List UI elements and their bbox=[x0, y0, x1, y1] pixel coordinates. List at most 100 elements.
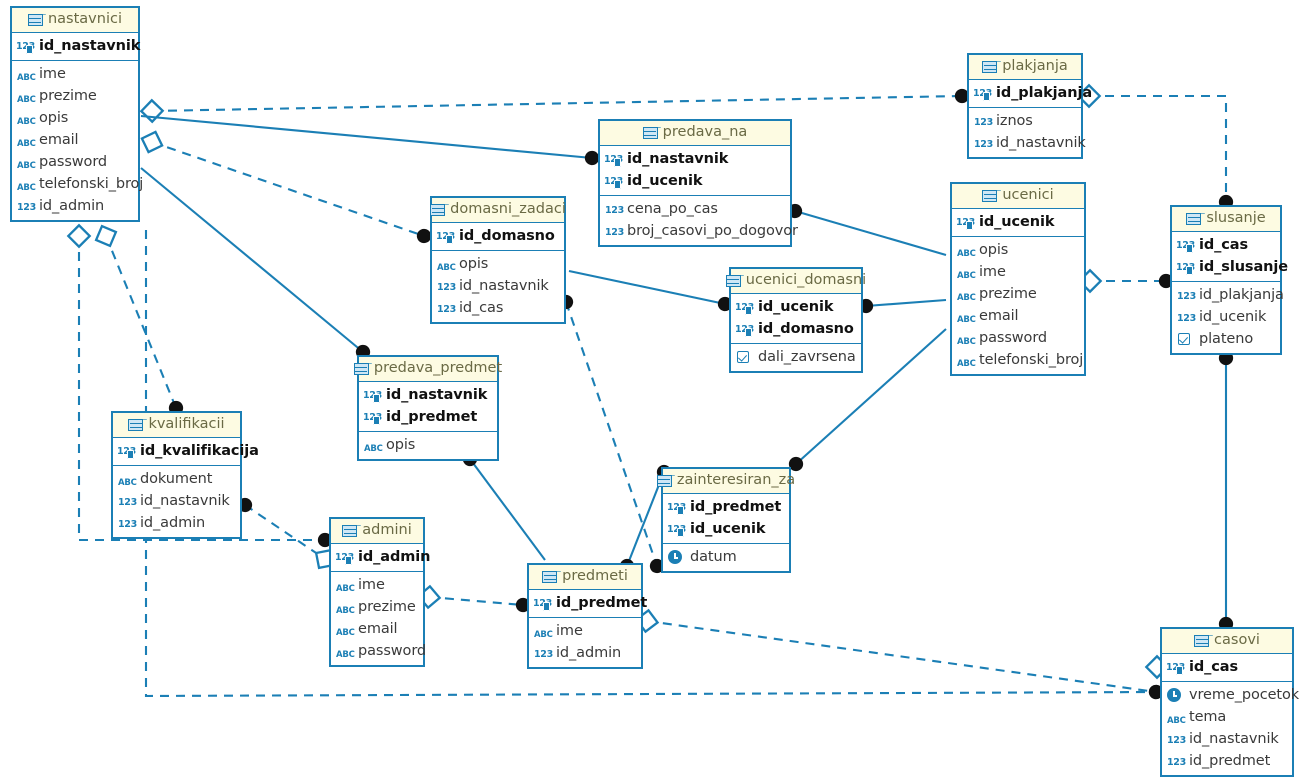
pk-row-id_slusanje[interactable]: id_slusanje bbox=[1172, 256, 1288, 278]
fields-section: iznosid_nastavnik bbox=[969, 108, 1086, 157]
table-predmeti[interactable]: predmetiid_predmetimeid_admin bbox=[527, 563, 647, 669]
abc-icon bbox=[957, 265, 976, 286]
field-label: dokument bbox=[140, 471, 213, 487]
table-title: predava_na bbox=[662, 124, 748, 140]
field-row-ime[interactable]: ime bbox=[952, 261, 1084, 286]
field-label: tema bbox=[1189, 709, 1227, 725]
field-row-id_nastavnik[interactable]: id_nastavnik bbox=[1162, 728, 1292, 751]
field-row-id_nastavnik[interactable]: id_nastavnik bbox=[432, 275, 564, 298]
field-row-email[interactable]: email bbox=[952, 305, 1084, 330]
field-row-dali_zavrsena[interactable]: dali_zavrsena bbox=[731, 346, 861, 368]
field-row-opis[interactable]: opis bbox=[359, 434, 497, 459]
table-predava_predmet[interactable]: predava_predmetid_nastavnikid_predmetopi… bbox=[353, 355, 502, 461]
field-row-id_nastavnik[interactable]: id_nastavnik bbox=[113, 490, 240, 513]
field-row-telefonski_broj[interactable]: telefonski_broj bbox=[952, 349, 1084, 374]
table-ucenici_domasni[interactable]: ucenici_domasni id_ucenikid_domasno dali_z… bbox=[725, 267, 867, 373]
pk-row-id_cas[interactable]: id_cas bbox=[1162, 656, 1292, 678]
field-row-password[interactable]: password bbox=[12, 151, 138, 176]
pk-row-id_nastavnik[interactable]: id_nastavnik bbox=[600, 148, 790, 170]
pk-row-id_predmet[interactable]: id_predmet bbox=[359, 406, 497, 428]
table-kvalifikacii[interactable]: kvalifikaciiid_kvalifikacija dokument id_n… bbox=[111, 411, 259, 539]
clock-icon bbox=[1167, 688, 1181, 702]
table-header-kvalifikacii: kvalifikacii bbox=[113, 413, 240, 438]
field-label: prezime bbox=[39, 88, 97, 104]
pk-row-id_predmet[interactable]: id_predmet bbox=[529, 592, 647, 614]
table-predava_na[interactable]: predava_na id_nastavnikid_ucenik cena_po_c… bbox=[598, 119, 798, 247]
pk-number-icon bbox=[1176, 236, 1195, 256]
table-admini[interactable]: adminiid_adminimeprezimeemailpassword bbox=[329, 517, 430, 667]
field-row-cena_po_cas[interactable]: cena_po_cas bbox=[600, 198, 790, 221]
table-plakjanja[interactable]: plakjanjaid_plakjanjaiznosid_nastavnik bbox=[967, 53, 1092, 159]
field-row-id_ucenik[interactable]: id_ucenik bbox=[1172, 306, 1280, 329]
field-row-password[interactable]: password bbox=[331, 640, 426, 665]
table-title: casovi bbox=[1214, 632, 1260, 648]
pk-row-id_predmet[interactable]: id_predmet bbox=[663, 496, 789, 518]
field-row-plateno[interactable]: plateno bbox=[1172, 328, 1280, 350]
field-row-opis[interactable]: opis bbox=[12, 107, 138, 132]
field-row-id_admin[interactable]: id_admin bbox=[529, 642, 641, 665]
field-row-opis[interactable]: opis bbox=[952, 239, 1084, 264]
field-label: broj_casovi_po_dogovor bbox=[627, 223, 798, 239]
number-icon bbox=[1177, 309, 1196, 329]
pk-row-id_domasno[interactable]: id_domasno bbox=[731, 318, 861, 340]
pk-row-id_ucenik[interactable]: id_ucenik bbox=[663, 518, 789, 540]
rel-predava_predmet-predmeti bbox=[462, 451, 546, 561]
field-row-datum[interactable]: datum bbox=[663, 546, 789, 568]
pk-row-id_cas[interactable]: id_cas bbox=[1172, 234, 1280, 256]
pk-row-id_plakjanja[interactable]: id_plakjanja bbox=[969, 82, 1092, 104]
table-casovi[interactable]: casovi id_cas vreme_pocetoktema id_nastavni… bbox=[1160, 627, 1299, 777]
field-row-id_cas[interactable]: id_cas bbox=[432, 297, 564, 320]
pk-row-id_ucenik[interactable]: id_ucenik bbox=[731, 296, 861, 318]
field-row-iznos[interactable]: iznos bbox=[969, 110, 1081, 133]
table-nastavnici[interactable]: nastavniciid_nastavnikimeprezimeopisemai… bbox=[10, 6, 143, 222]
field-row-opis[interactable]: opis bbox=[432, 253, 564, 278]
field-row-id_predmet[interactable]: id_predmet bbox=[1162, 750, 1292, 773]
field-row-email[interactable]: email bbox=[331, 618, 423, 643]
field-row-email[interactable]: email bbox=[12, 129, 138, 154]
field-row-ime[interactable]: ime bbox=[12, 63, 138, 88]
number-icon bbox=[118, 493, 137, 513]
field-row-prezime[interactable]: prezime bbox=[952, 283, 1084, 308]
fields-section: dali_zavrsena bbox=[731, 344, 861, 371]
pk-row-id_nastavnik[interactable]: id_nastavnik bbox=[12, 35, 140, 57]
field-row-ime[interactable]: ime bbox=[529, 620, 641, 645]
pk-row-id_ucenik[interactable]: id_ucenik bbox=[952, 211, 1084, 233]
table-title: ucenici_domasni bbox=[745, 272, 867, 288]
pk-row-id_admin[interactable]: id_admin bbox=[331, 546, 430, 568]
rel-predava_na-ucenici bbox=[787, 203, 947, 257]
field-row-password[interactable]: password bbox=[952, 327, 1084, 352]
table-domasni_zadaci[interactable]: domasni_zadaciid_domasnoopisid_nastavnik… bbox=[430, 196, 566, 324]
pk-row-id_domasno[interactable]: id_domasno bbox=[432, 225, 564, 247]
field-label: id_ucenik bbox=[979, 214, 1055, 230]
field-row-vreme_pocetok[interactable]: vreme_pocetok bbox=[1162, 684, 1299, 706]
table-header-plakjanja: plakjanja bbox=[969, 55, 1081, 80]
field-row-dokument[interactable]: dokument bbox=[113, 468, 240, 493]
field-row-id_admin[interactable]: id_admin bbox=[12, 195, 138, 218]
pk-number-icon bbox=[436, 227, 455, 247]
field-label: id_cas bbox=[459, 300, 504, 316]
field-label: password bbox=[39, 154, 108, 170]
fields-section: opisimeprezimeemailpasswordtelefonski_br… bbox=[952, 237, 1084, 374]
field-row-id_admin[interactable]: id_admin bbox=[113, 512, 240, 535]
field-row-prezime[interactable]: prezime bbox=[12, 85, 138, 110]
table-ucenici[interactable]: uceniciid_ucenikopisimeprezimeemailpassw… bbox=[950, 182, 1086, 376]
field-label: email bbox=[39, 132, 79, 148]
field-row-ime[interactable]: ime bbox=[331, 574, 423, 599]
pk-row-id_nastavnik[interactable]: id_nastavnik bbox=[359, 384, 497, 406]
field-row-tema[interactable]: tema bbox=[1162, 706, 1292, 731]
field-label: prezime bbox=[358, 599, 416, 615]
primary-key-section: id_cas bbox=[1162, 654, 1292, 682]
table-icon bbox=[430, 203, 446, 216]
field-row-id_nastavnik[interactable]: id_nastavnik bbox=[969, 132, 1086, 155]
table-slusanje[interactable]: slusanjeid_casid_slusanjeid_plakjanjaid_… bbox=[1170, 205, 1288, 355]
field-row-prezime[interactable]: prezime bbox=[331, 596, 423, 621]
pk-row-id_ucenik[interactable]: id_ucenik bbox=[600, 170, 790, 192]
rel-admini-predmeti bbox=[416, 584, 531, 613]
field-row-broj_casovi_po_dogovor[interactable]: broj_casovi_po_dogovor bbox=[600, 220, 798, 243]
pk-row-id_kvalifikacija[interactable]: id_kvalifikacija bbox=[113, 440, 259, 462]
field-label: id_admin bbox=[39, 198, 105, 214]
table-header-ucenici: ucenici bbox=[952, 184, 1084, 209]
field-row-id_plakjanja[interactable]: id_plakjanja bbox=[1172, 284, 1284, 307]
field-row-telefonski_broj[interactable]: telefonski_broj bbox=[12, 173, 143, 198]
